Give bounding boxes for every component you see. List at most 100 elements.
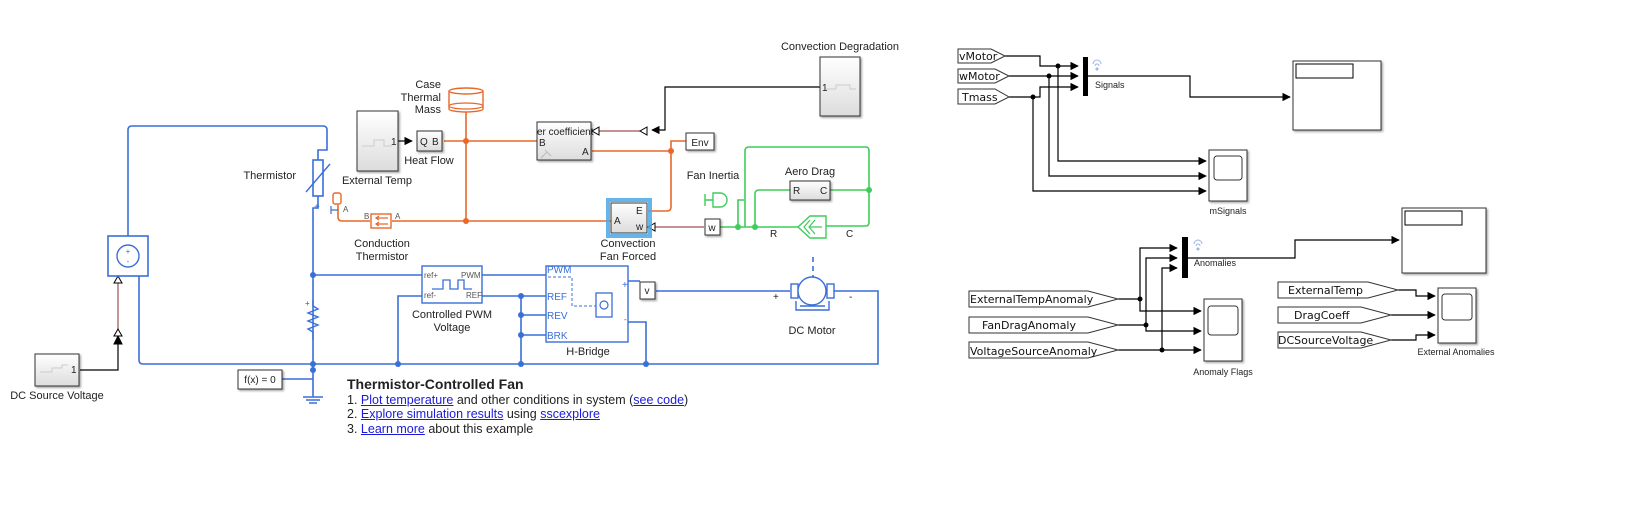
solver-label: f(x) = 0	[244, 375, 276, 386]
electrical-ground	[303, 396, 323, 404]
port-a: A	[582, 147, 589, 158]
v-ps-converter[interactable]: v	[639, 281, 656, 300]
port-rev: REV	[547, 311, 568, 322]
motor-minus: -	[849, 292, 852, 303]
conduction-icon	[374, 215, 388, 227]
from-tag-voltage-source-anomaly[interactable]: VoltageSourceAnomaly	[968, 341, 1120, 359]
from-tag-drag-coeff[interactable]: DragCoeff	[1277, 306, 1393, 324]
tag-label: ExternalTemp	[1288, 284, 1363, 297]
msignals-scope[interactable]	[1208, 149, 1248, 202]
signals-viewer-block[interactable]	[1292, 60, 1382, 131]
selection-highlight	[606, 198, 652, 238]
thermal-junctions	[463, 138, 674, 224]
h-bridge-label: H-Bridge	[566, 346, 609, 358]
mechanical-wires	[720, 146, 870, 228]
line-text: and other conditions in system (	[453, 392, 634, 407]
port-a: A	[614, 216, 621, 227]
env-thermal-reference[interactable]: Env	[685, 132, 715, 151]
port-r: R	[770, 229, 777, 240]
convection-degradation-label: Convection Degradation	[781, 41, 899, 53]
port-b: B	[539, 138, 546, 149]
external-temp-block[interactable]: 1	[356, 110, 399, 172]
from-tag-fan-drag-anomaly[interactable]: FanDragAnomaly	[968, 316, 1120, 334]
electrical-junctions	[310, 272, 649, 373]
h-bridge-block[interactable]: PWM REF REV BRK + -	[545, 265, 629, 343]
sscexplore-link[interactable]: sscexplore	[540, 407, 600, 421]
from-tag-vmotor[interactable]: vMotor	[957, 48, 1007, 64]
tag-label: DragCoeff	[1294, 309, 1350, 322]
convection-degradation-port: 1	[822, 83, 828, 94]
v-label: v	[645, 286, 650, 297]
resistor-block[interactable]: +	[305, 299, 320, 340]
case-thermal-mass-label-1: Case	[415, 79, 441, 91]
heat-flow-label: Heat Flow	[404, 155, 454, 167]
thermistor-block[interactable]: + A	[305, 159, 349, 214]
convective-heat-transfer-block[interactable]: er coefficient B A	[536, 121, 594, 161]
convection-degradation-block[interactable]: 1	[819, 56, 861, 117]
line-number: 2.	[347, 407, 358, 421]
from-tag-wmotor[interactable]: wMotor	[957, 68, 1011, 84]
case-thermal-mass-label-3: Mass	[415, 104, 442, 116]
port-ref: REF	[547, 292, 567, 303]
heat-flow-source-block[interactable]: Q B	[416, 130, 443, 152]
conduction-thermistor-block[interactable]: B A	[364, 212, 401, 229]
signals-bus-creator[interactable]	[1083, 57, 1102, 96]
case-thermal-mass-block[interactable]	[448, 87, 484, 113]
aero-drag-block[interactable]: R C	[789, 180, 831, 201]
line-text: about this example	[424, 421, 534, 436]
scope-icon	[1441, 293, 1473, 321]
dc-source-voltage-block[interactable]: 1	[34, 353, 80, 387]
annotation-title: Thermistor-Controlled Fan	[347, 376, 524, 392]
coefficient-text: er coefficient	[537, 127, 594, 138]
dc-source-voltage-label: DC Source Voltage	[10, 390, 104, 402]
port-pwm: PWM	[547, 265, 571, 276]
w-ps-converter[interactable]: w	[704, 218, 721, 236]
plot-temperature-link[interactable]: Plot temperature	[360, 392, 454, 407]
fan-inertia-block[interactable]	[704, 192, 728, 208]
port-ref-minus: ref-	[424, 291, 436, 300]
thermistor-icon	[305, 163, 331, 193]
anomalies-bus-creator[interactable]	[1182, 237, 1203, 278]
port-minus: -	[624, 315, 627, 324]
port-ref-plus: ref+	[424, 271, 438, 280]
convection-fan-forced-label-1: Convection	[600, 238, 655, 250]
svg-text:A: A	[343, 205, 349, 214]
scope-icon	[1213, 155, 1243, 181]
from-tag-external-temp-anomaly[interactable]: ExternalTempAnomaly	[968, 290, 1120, 308]
see-code-link[interactable]: see code	[633, 392, 685, 407]
port-q: Q	[420, 137, 428, 148]
svg-text:+: +	[305, 299, 310, 308]
learn-more-link[interactable]: Learn more	[360, 421, 425, 436]
external-anomalies-scope[interactable]	[1437, 287, 1477, 344]
model-annotation: Thermistor-Controlled Fan 1. Plot temper…	[347, 377, 688, 436]
dc-motor-block[interactable]	[790, 276, 835, 311]
svg-text:+: +	[314, 202, 320, 213]
from-tag-external-temp[interactable]: ExternalTemp	[1277, 281, 1400, 299]
conduction-thermistor-label-2: Thermistor	[356, 251, 409, 263]
explore-simulation-results-link[interactable]: Explore simulation results	[360, 407, 504, 421]
rotational-converter-block[interactable]: R C	[770, 215, 853, 240]
controlled-pwm-label-2: Voltage	[434, 322, 471, 334]
controlled-pwm-label-1: Controlled PWM	[412, 309, 492, 321]
tag-label: VoltageSourceAnomaly	[970, 345, 1098, 358]
from-tag-dc-source-voltage[interactable]: DCSourceVoltage	[1277, 331, 1393, 349]
solver-configuration-block[interactable]: f(x) = 0	[237, 369, 283, 390]
thermal-wires	[337, 112, 686, 222]
thermistor-label: Thermistor	[243, 170, 296, 182]
anomalies-bus-label: Anomalies	[1194, 258, 1237, 268]
controlled-voltage-source[interactable]: + -	[107, 235, 149, 277]
external-temp-port: 1	[391, 137, 397, 148]
svg-text:-: -	[127, 257, 130, 266]
convection-fan-forced-block[interactable]: A E w	[606, 198, 652, 238]
controlled-pwm-voltage-block[interactable]: ref+ ref- PWM REF	[421, 265, 483, 304]
from-tag-tmass[interactable]: Tmass	[957, 88, 1011, 105]
anomaly-flags-scope[interactable]	[1203, 298, 1243, 362]
anomalies-viewer-block[interactable]	[1401, 207, 1487, 274]
signals-bus-label: Signals	[1095, 80, 1125, 90]
signal-lines	[80, 86, 820, 371]
annotation-line-3: 3. Learn more about this example	[347, 422, 688, 437]
motor-plus: +	[773, 292, 779, 303]
line-tail: )	[684, 392, 689, 407]
electrical-wires	[127, 125, 879, 397]
